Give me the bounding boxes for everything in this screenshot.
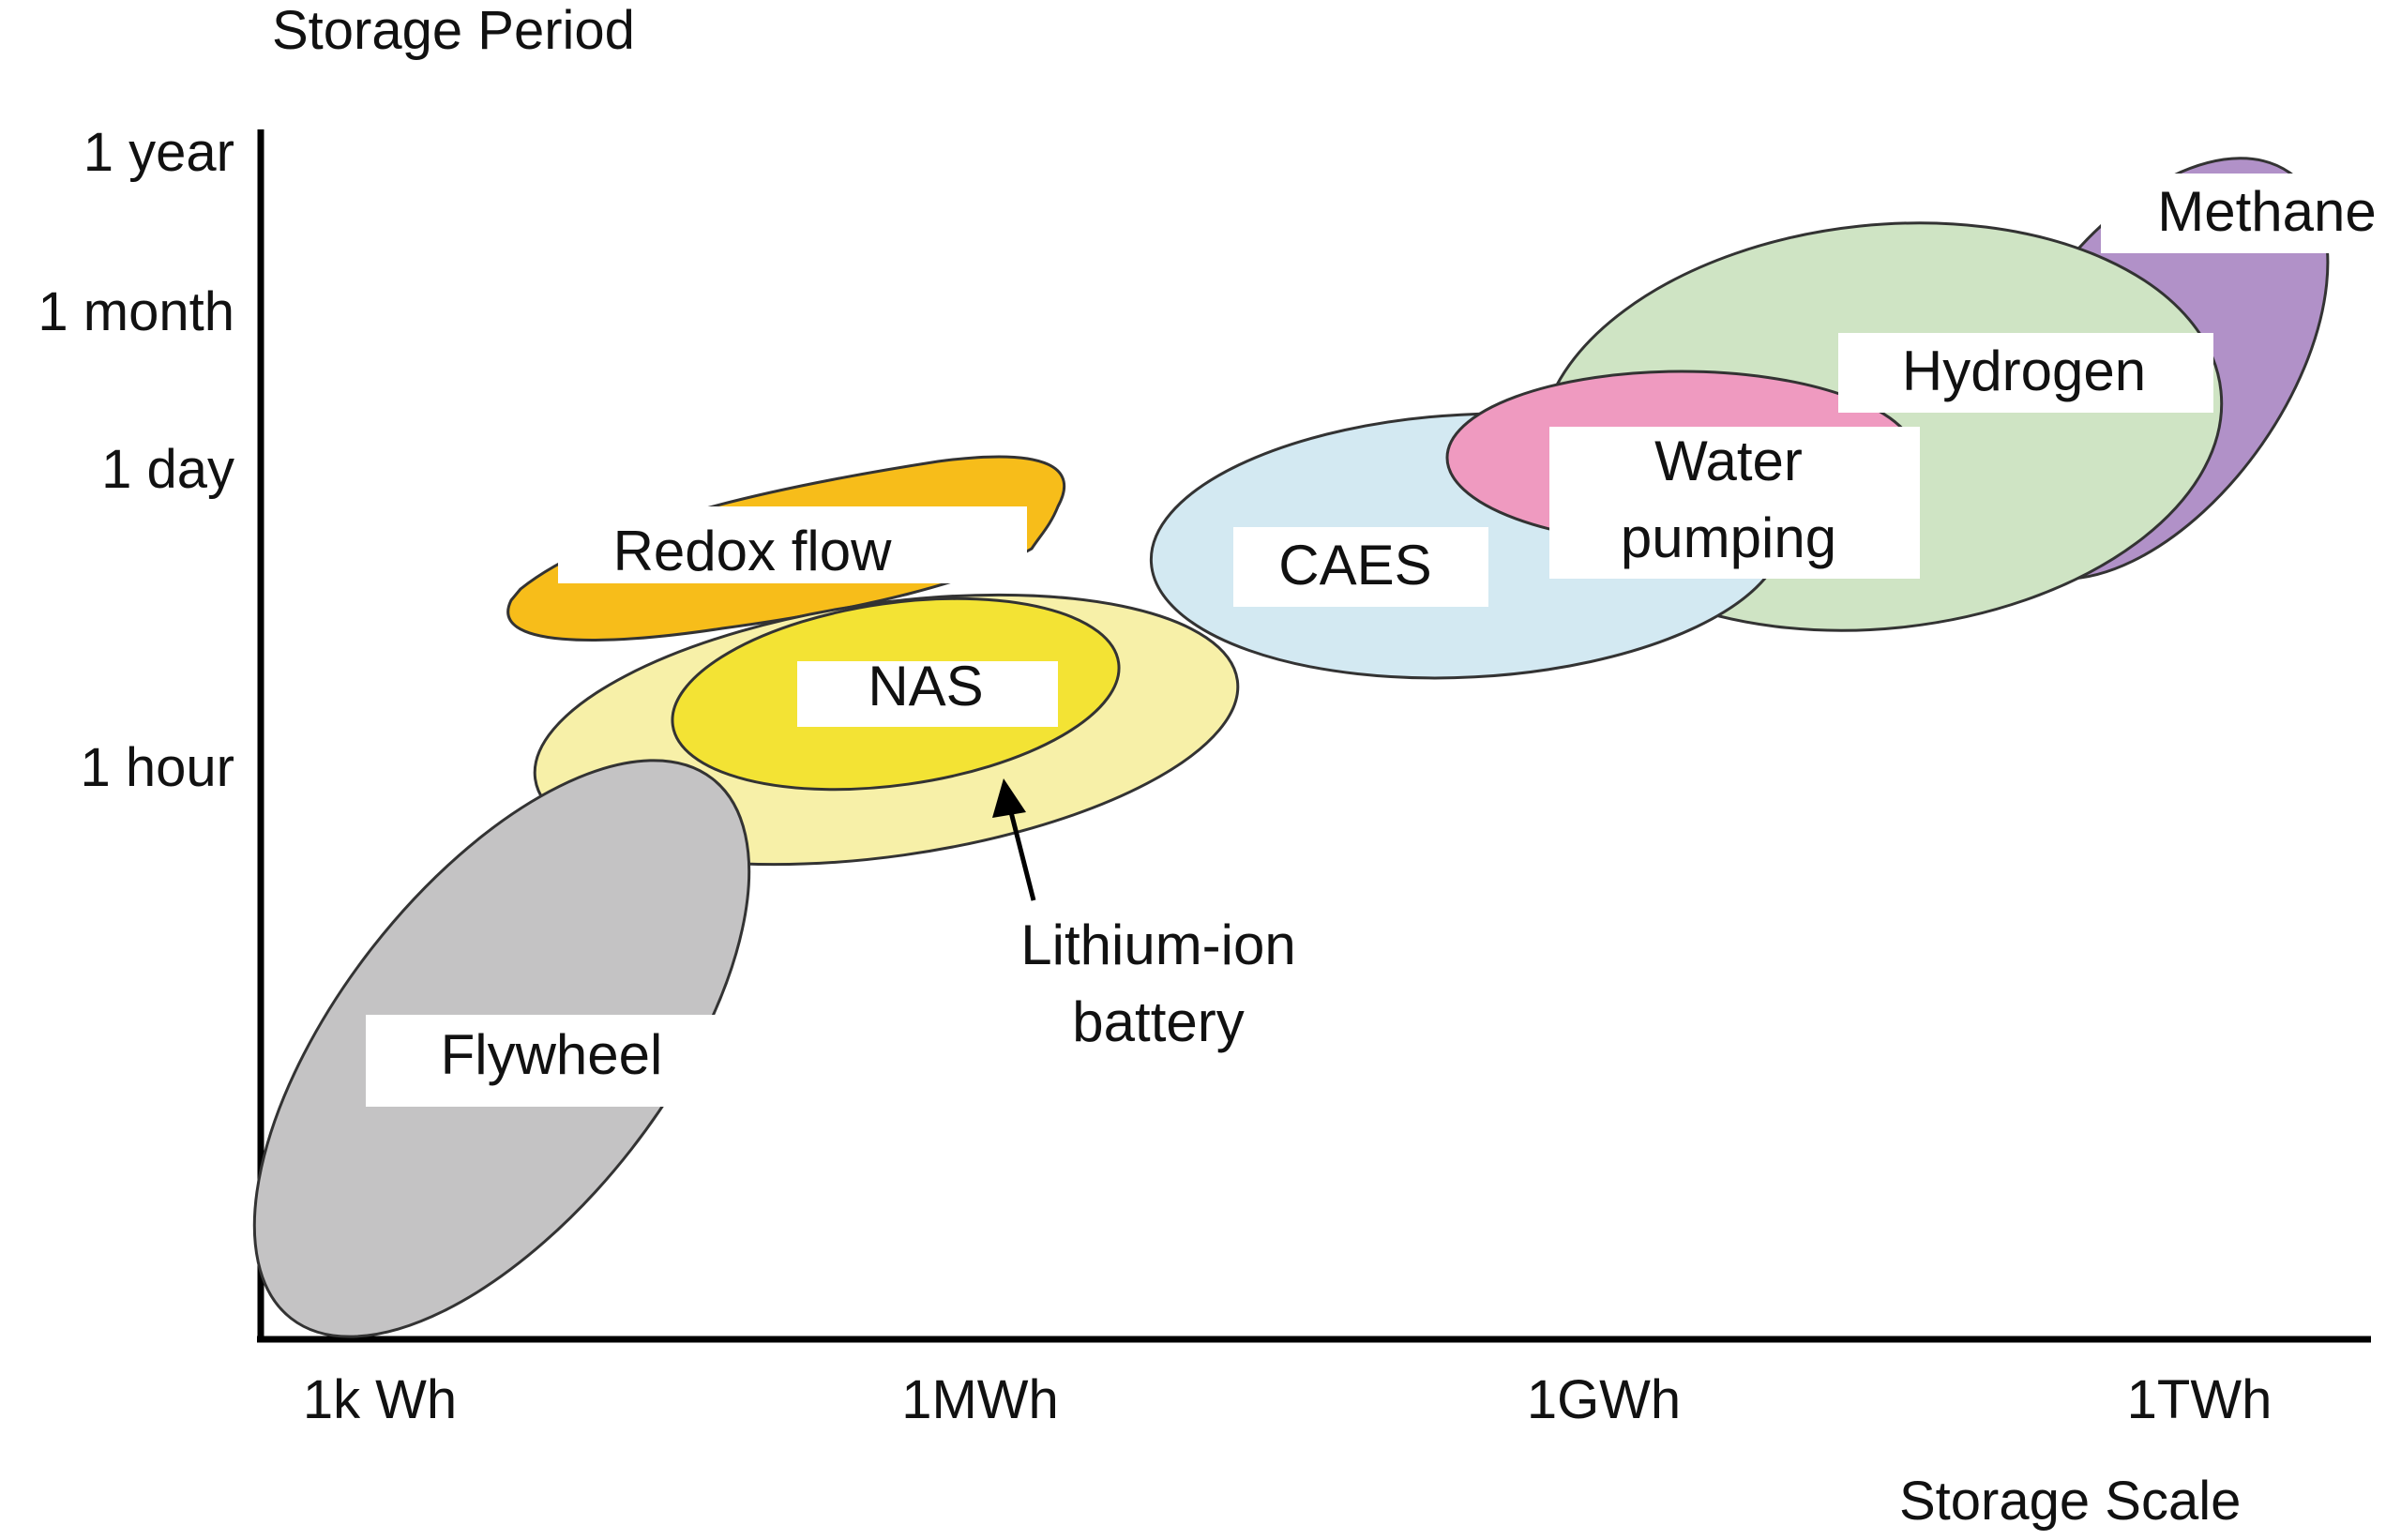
methane-label: Methane	[2157, 180, 2377, 243]
x-axis-title: Storage Scale	[1899, 1471, 2241, 1532]
flywheel-label-box	[366, 1015, 760, 1107]
hydrogen-label: Hydrogen	[1902, 340, 2146, 402]
x-tick-label: 1TWh	[2127, 1369, 2273, 1430]
caes-label: CAES	[1278, 534, 1431, 596]
x-tick-label: 1k Wh	[303, 1369, 457, 1430]
y-tick-label: 1 day	[101, 439, 234, 500]
x-tick-label: 1GWh	[1527, 1369, 1681, 1430]
methane-label-box	[2101, 174, 2396, 253]
nas-label: NAS	[868, 655, 983, 717]
flywheel-label: Flywheel	[441, 1023, 663, 1086]
caes-label-box	[1233, 527, 1488, 607]
y-tick-label: 1 hour	[81, 737, 234, 798]
water-pumping-label-line2: pumping	[1621, 506, 1836, 569]
lithium-ion-pointer-arrowhead	[992, 778, 1026, 818]
redox-flow-label-box	[558, 506, 1027, 583]
lithium-ion-label-line2: battery	[1072, 990, 1244, 1053]
y-tick-label: 1 month	[38, 281, 234, 342]
water-pumping-label-line1: Water	[1654, 430, 1803, 492]
y-axis-title: Storage Period	[272, 0, 635, 61]
redox-flow-label: Redox flow	[613, 520, 892, 582]
x-tick-label: 1MWh	[901, 1369, 1059, 1430]
nas-label-box	[797, 661, 1058, 727]
hydrogen-label-box	[1838, 333, 2213, 413]
y-tick-label: 1 year	[83, 122, 234, 183]
lithium-ion-label-line1: Lithium-ion	[1020, 913, 1295, 976]
water-pumping-label-box	[1549, 427, 1920, 579]
lithium-ion-pointer-line	[1007, 808, 1036, 901]
